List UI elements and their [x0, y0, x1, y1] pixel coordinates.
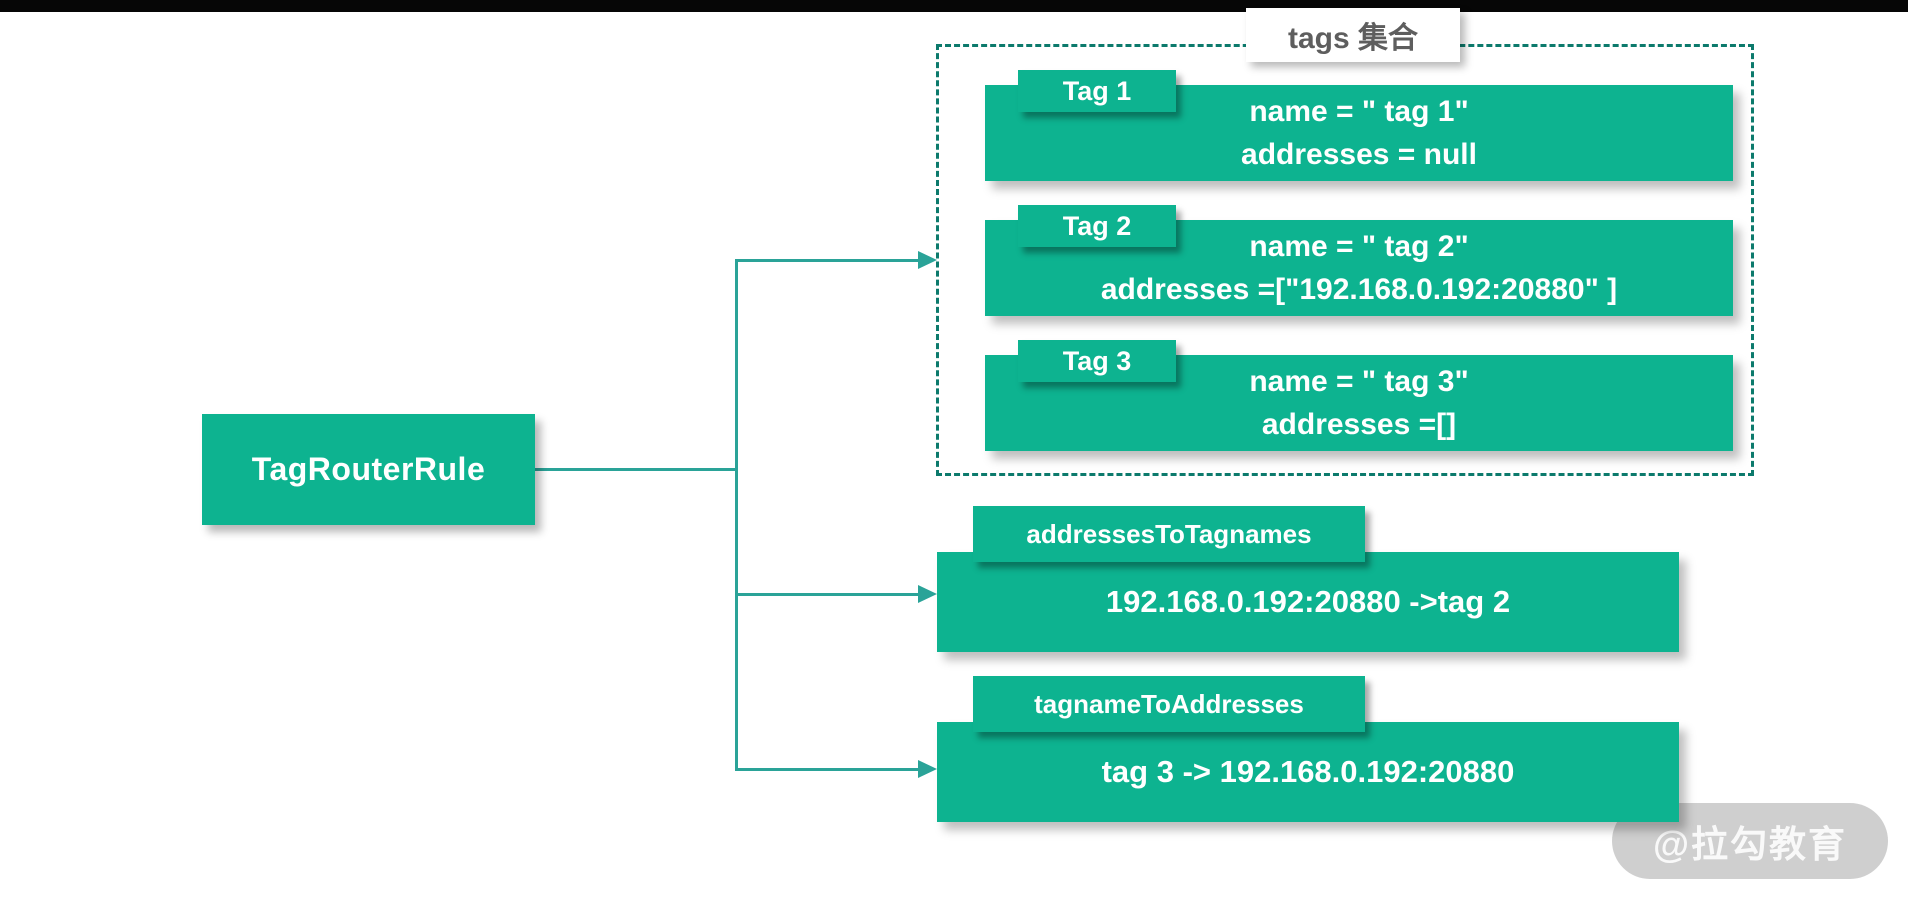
connector-branch-tags: [735, 259, 918, 262]
tag2-name-line: name = " tag 2": [1249, 230, 1469, 263]
arrow-right-icon-tagname: [918, 760, 937, 778]
tagnametoaddresses-box: tag 3 -> 192.168.0.192:20880: [937, 722, 1679, 822]
addressestotagnames-box: 192.168.0.192:20880 ->tag 2: [937, 552, 1679, 652]
tag3-name-line: name = " tag 3": [1249, 365, 1469, 398]
tag3-addresses-line: addresses =[]: [1261, 408, 1457, 441]
arrow-right-icon-addresses: [918, 585, 937, 603]
tag1-addresses-line: addresses = null: [1241, 138, 1477, 171]
tagrouterrule-box: TagRouterRule: [202, 414, 535, 525]
addressestotagnames-tab: addressesToTagnames: [973, 506, 1365, 562]
connector-root-line: [535, 468, 737, 471]
top-black-bar: [0, 0, 1908, 12]
tags-group-label: tags 集合: [1246, 8, 1460, 62]
connector-branch-tagname: [735, 768, 918, 771]
connector-branch-addresses: [735, 593, 918, 596]
tagnametoaddresses-body: tag 3 -> 192.168.0.192:20880: [1101, 754, 1515, 789]
tag1-name-line: name = " tag 1": [1249, 95, 1469, 128]
tag2-tab: Tag 2: [1018, 205, 1176, 247]
connector-trunk-line: [735, 259, 738, 771]
tagnametoaddresses-tab: tagnameToAddresses: [973, 676, 1365, 732]
watermark-badge: @拉勾教育: [1612, 803, 1888, 879]
tag2-addresses-line: addresses =["192.168.0.192:20880" ]: [1100, 273, 1618, 306]
arrow-right-icon-tags: [918, 251, 937, 269]
tag3-tab: Tag 3: [1018, 340, 1176, 382]
addressestotagnames-body: 192.168.0.192:20880 ->tag 2: [1105, 584, 1511, 619]
tag1-tab: Tag 1: [1018, 70, 1176, 112]
tag1-box: name = " tag 1" addresses = null: [985, 85, 1733, 181]
